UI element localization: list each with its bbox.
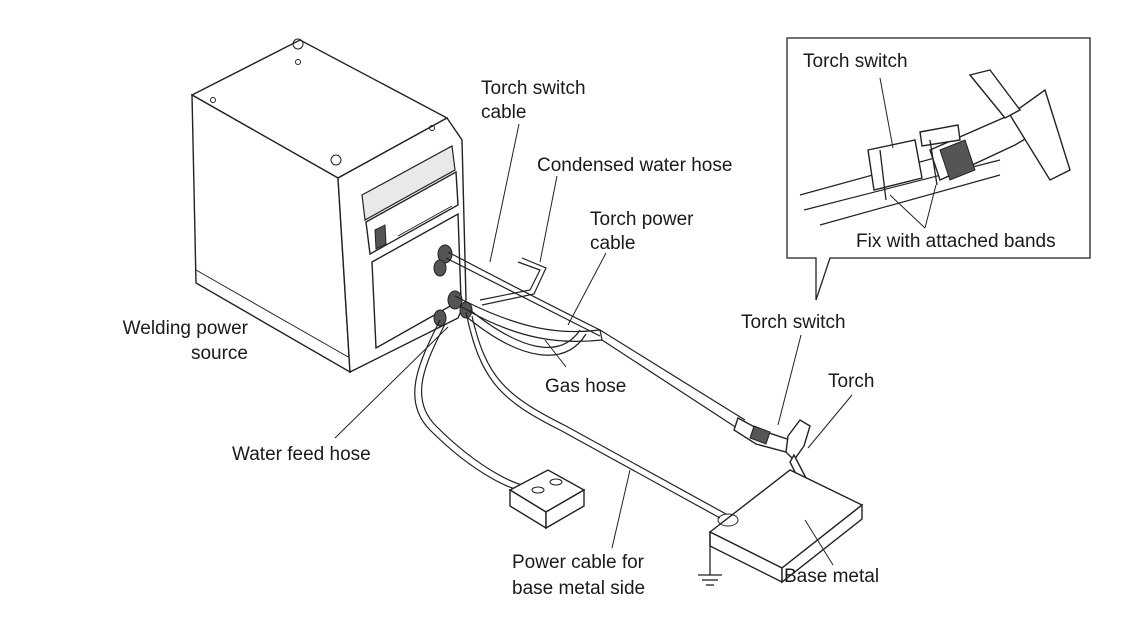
label-base-metal: Base metal [784,566,879,587]
labels: Torch switch cable Condensed water hose … [123,51,1056,599]
welding-power-source [190,38,473,374]
label-inset-torch-switch: Torch switch [803,51,908,72]
label-water-feed-hose: Water feed hose [232,444,371,465]
leader-lines [334,77,937,566]
label-torch-power-cable-line1: Torch power [590,209,694,230]
label-torch-switch-cable-line2: cable [481,102,526,123]
label-torch-switch: Torch switch [741,312,846,333]
inset-detail [786,37,1091,301]
label-gas-hose: Gas hose [545,376,626,397]
label-welding-power-source-line2: source [191,343,248,364]
water-tray [508,469,586,530]
label-welding-power-source-line1: Welding power [123,318,249,339]
base-metal [698,469,864,586]
label-condensed-water-hose: Condensed water hose [537,155,732,176]
label-torch: Torch [828,371,874,392]
label-power-cable-base-line1: Power cable for [512,552,645,573]
torch [733,416,811,484]
label-inset-fix-bands: Fix with attached bands [856,231,1056,252]
label-torch-switch-cable-line1: Torch switch [481,78,586,99]
label-torch-power-cable-line2: cable [590,233,635,254]
label-power-cable-base-line2: base metal side [512,578,645,599]
